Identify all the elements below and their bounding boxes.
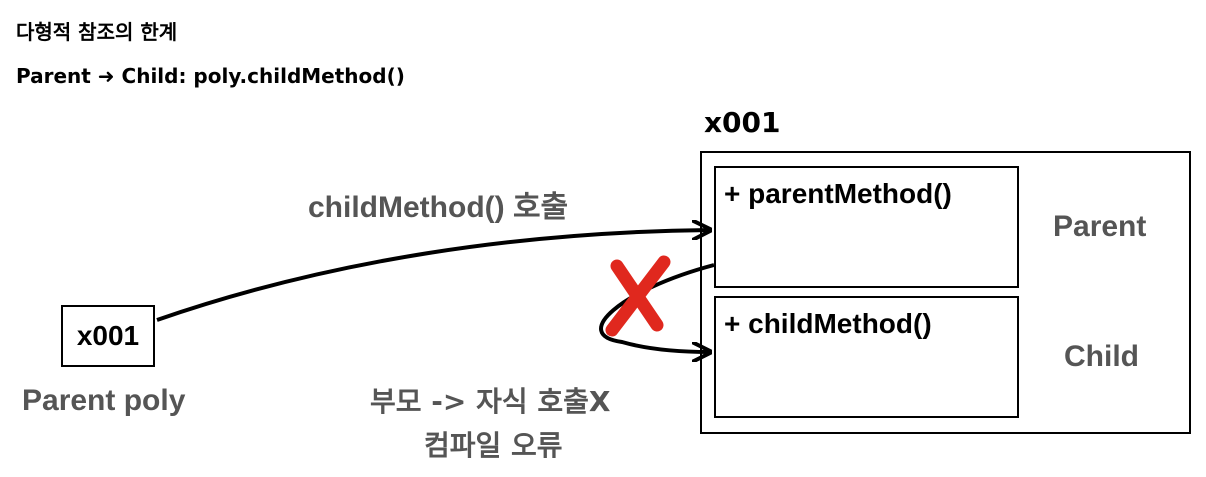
- error-label-line1: 부모 -> 자식 호출X: [370, 385, 611, 418]
- instance-address-label: x001: [704, 106, 781, 139]
- parent-method-box: + parentMethod(): [714, 166, 1019, 288]
- instance-box: [700, 151, 1191, 434]
- child-method-box: + childMethod(): [714, 296, 1019, 418]
- red-x-icon: [605, 255, 671, 337]
- call-label: childMethod() 호출: [308, 191, 569, 224]
- child-method-label: + childMethod(): [724, 308, 932, 339]
- call-arrow: [156, 230, 710, 322]
- error-label-line2: 컴파일 오류: [424, 429, 563, 462]
- reference-box: x001: [61, 305, 155, 367]
- diagram-title: 다형적 참조의 한계: [16, 20, 178, 44]
- parent-class-label: Parent: [1053, 210, 1147, 243]
- diagram-subtitle: Parent ➜ Child: poly.childMethod(): [16, 64, 405, 88]
- child-class-label: Child: [1064, 340, 1139, 373]
- reference-value: x001: [76, 320, 140, 351]
- parent-method-label: + parentMethod(): [724, 178, 952, 209]
- variable-label: Parent poly: [22, 384, 186, 417]
